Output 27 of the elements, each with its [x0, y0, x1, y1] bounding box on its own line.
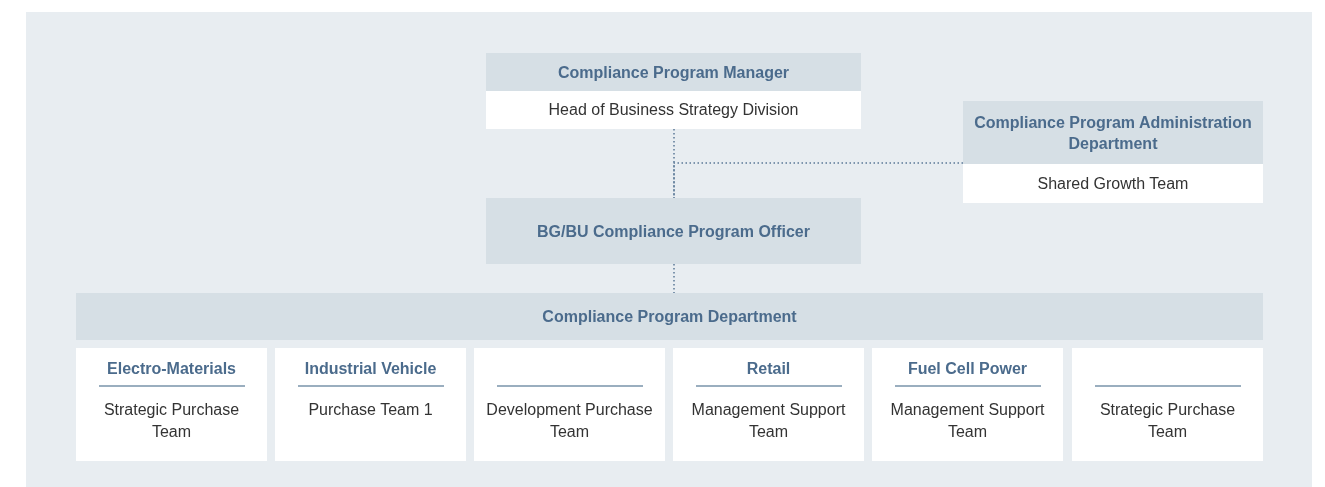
box-text: Shared Growth Team — [963, 164, 1263, 203]
team-card — [872, 348, 1063, 461]
heading-band — [76, 293, 1263, 340]
card-heading: Retail — [746, 359, 791, 379]
box-text: Head of Business Strategy Division — [486, 91, 861, 129]
band-text: Compliance Program Department — [542, 307, 797, 327]
dotted-connector — [673, 263, 675, 294]
team-card — [1072, 348, 1263, 461]
card-heading: Fuel Cell Power — [907, 359, 1028, 379]
team-card — [673, 348, 864, 461]
card-text: Strategic Purchase Team — [102, 400, 241, 442]
card-text: Strategic Purchase Team — [1098, 400, 1237, 442]
card-text: Management Support Team — [889, 400, 1046, 442]
card-text: Development Purchase Team — [485, 400, 654, 442]
card-text: Management Support Team — [690, 400, 847, 442]
dotted-connector — [673, 162, 964, 199]
heading-band — [486, 198, 861, 264]
team-card — [474, 348, 665, 461]
team-card — [275, 348, 466, 461]
card-text: Purchase Team 1 — [307, 400, 434, 420]
band-text: BG/BU Compliance Program Officer — [537, 221, 810, 242]
card-heading: Industrial Vehicle — [304, 359, 437, 379]
card-heading: Electro-Materials — [107, 359, 236, 379]
box-heading: Compliance Program Manager — [486, 53, 861, 91]
team-card — [76, 348, 267, 461]
box-heading: Compliance Program Administration Department — [963, 101, 1263, 164]
dotted-connector — [673, 128, 675, 199]
